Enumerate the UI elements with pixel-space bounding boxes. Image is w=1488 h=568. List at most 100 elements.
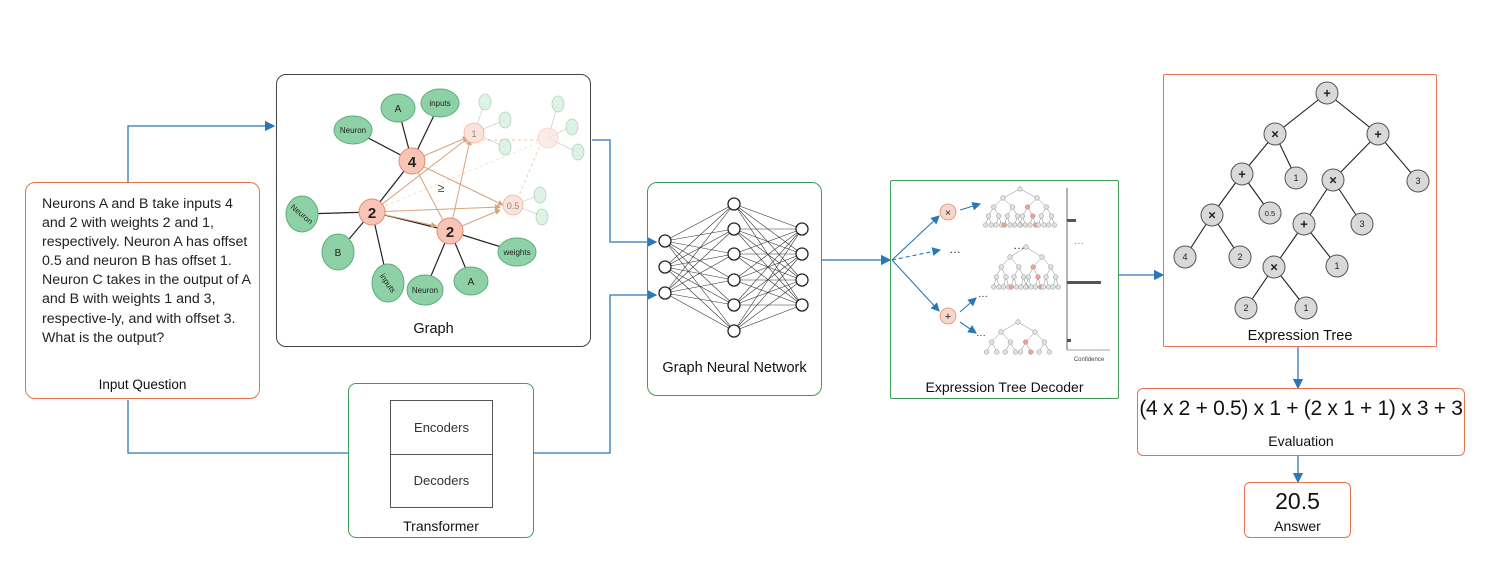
expression-tree-label-v3b: 3: [1359, 219, 1364, 229]
mini-tree-node: [998, 329, 1004, 335]
mini-tree-node: [1018, 349, 1024, 355]
mini-tree-edge: [1025, 246, 1043, 258]
decoder-label: Expression Tree Decoder: [925, 379, 1084, 395]
mini-tree-node: [1040, 284, 1046, 290]
encoders-label: Encoders: [414, 420, 469, 435]
mini-tree-node: [1032, 329, 1038, 335]
graph-node-1: [463, 122, 485, 144]
confidence-axis-label: Confidence: [1074, 357, 1105, 363]
decoder-ellipsis-right: ···: [1074, 238, 1084, 249]
graph-label-2b: 2: [446, 224, 454, 241]
mini-tree-node: [1023, 284, 1029, 290]
mini-tree-node: [1046, 222, 1052, 228]
mini-tree-node: [1002, 349, 1008, 355]
gnn-edge: [664, 253, 735, 268]
mini-tree-edge: [1000, 321, 1019, 333]
faded-pink-node: [537, 127, 559, 149]
expression-tree-node-v3b: [1350, 212, 1374, 236]
question-text: Neurons A and B take inputs 4 and 2 with…: [42, 196, 251, 346]
gnn-edge: [664, 266, 735, 306]
mini-tree-edge: [1019, 188, 1038, 199]
mini-tree-node: [1023, 244, 1029, 250]
mini-tree-node: [1048, 264, 1054, 270]
gnn-edge: [733, 228, 803, 306]
expression-tree-node-p3: [1230, 162, 1254, 186]
expression-tree-node-v05: [1258, 201, 1282, 225]
gnn-edge: [733, 279, 803, 332]
gnn-edge: [664, 240, 735, 306]
decoder-ellipsis-top: …: [1013, 238, 1025, 252]
connector-arrows: [127, 120, 1304, 484]
input-question-label: Input Question: [98, 377, 187, 392]
transformer-panel: Transformer: [348, 383, 534, 538]
gnn-neuron: [727, 273, 741, 287]
mini-tree-node: [1041, 339, 1047, 345]
gnn-neuron: [727, 197, 741, 211]
mini-tree-node: [1007, 254, 1013, 260]
encoder-decoder-block: Encoders Decoders: [390, 400, 493, 508]
expression-tree-node-v2b: [1234, 296, 1258, 320]
mini-tree-node: [1000, 284, 1006, 290]
mini-tree-node: [1020, 213, 1026, 219]
mini-tree-node: [1016, 264, 1022, 270]
expression-tree-label-m4: ×: [1329, 173, 1337, 188]
graph-node-4: [398, 147, 426, 175]
mini-tree-node: [991, 204, 997, 210]
mini-tree-node: [1030, 264, 1036, 270]
mini-tree-node: [1017, 186, 1023, 192]
gnn-edge: [664, 253, 735, 294]
decoder-ellipsis-low1: …: [978, 289, 988, 300]
gnn-neuron: [795, 298, 809, 312]
expression-tree-node-p2: [1366, 122, 1390, 146]
gnn-label: Graph Neural Network: [662, 360, 807, 376]
mini-tree-node: [1036, 349, 1042, 355]
expression-tree-label-p3: +: [1238, 167, 1246, 182]
expression-tree-node-m4: [1321, 168, 1345, 192]
graph-label-a-1: A: [395, 104, 402, 115]
graph-label-a-2: A: [468, 277, 475, 288]
mini-tree-node: [1038, 213, 1044, 219]
gnn-edge: [664, 279, 735, 294]
graph-visual: 4 2 2 1 0.5 ≥ Neuron A inputs Neuron B i…: [285, 88, 585, 306]
decoder-plus-node: [939, 307, 957, 325]
expression-tree-label: Expression Tree: [1247, 328, 1353, 344]
expression-tree-node-m1: [1263, 122, 1287, 146]
graph-label-weights: weights: [502, 248, 530, 257]
expression-tree-label-v3a: 3: [1415, 176, 1420, 186]
graph-label-inputs-1: inputs: [429, 99, 450, 108]
expression-tree-label-root: +: [1323, 86, 1331, 101]
decoder-times-label: ×: [945, 208, 951, 219]
gnn-edge: [733, 203, 803, 230]
gnn-neuron: [658, 260, 672, 274]
expression-tree-label-v1a: 1: [1293, 173, 1298, 183]
expression-tree-node-m7: [1262, 255, 1286, 279]
mini-tree-node: [1000, 195, 1006, 201]
mini-tree-node: [1014, 213, 1020, 219]
mini-tree-node: [996, 213, 1002, 219]
expression-tree-node-root: [1315, 81, 1339, 105]
mini-tree-node: [1046, 349, 1052, 355]
gnn-neuron: [727, 222, 741, 236]
gnn-neuron: [658, 286, 672, 300]
mini-tree-node: [1001, 222, 1007, 228]
mini-tree-node: [1025, 274, 1031, 280]
graph-node-05: [502, 194, 524, 216]
encoder-decoder-divider: [391, 454, 492, 455]
graph-node-neuron-2: [285, 195, 319, 233]
gnn-edge: [664, 203, 735, 242]
mini-tree-edge: [1002, 188, 1021, 199]
mini-tree-node: [1030, 213, 1036, 219]
graph-panel: Graph: [276, 74, 591, 347]
expression-tree-panel: Expression Tree: [1163, 74, 1437, 347]
graph-label-neuron-1: Neuron: [340, 126, 366, 135]
gnn-edge: [664, 292, 735, 306]
mini-tree-node: [1003, 274, 1009, 280]
mini-tree-node: [1048, 213, 1054, 219]
graph-node-a-1: [380, 93, 416, 123]
gnn-edge: [664, 228, 735, 294]
graph-label: Graph: [413, 321, 454, 337]
confidence-bar-2: [1067, 281, 1101, 284]
mini-tree-node: [1055, 284, 1061, 290]
